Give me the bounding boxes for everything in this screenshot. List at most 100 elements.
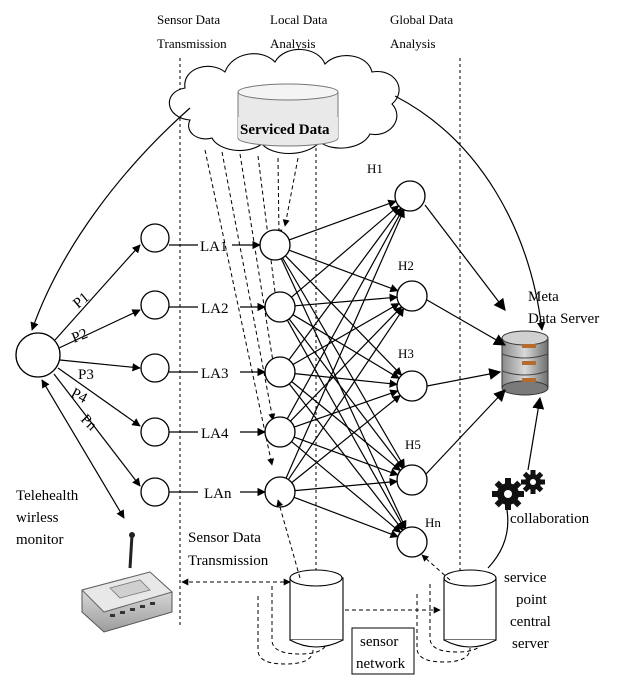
svg-text:Analysis: Analysis <box>390 36 436 51</box>
storage-to-local-dashed-arrow <box>276 499 301 579</box>
serviced-data-cloud: Serviced Data <box>168 48 400 154</box>
local-node <box>264 356 296 388</box>
global-node <box>396 370 428 402</box>
mesh-arrow <box>287 307 405 480</box>
patient-label: P2 <box>70 326 91 347</box>
mesh-arrow <box>288 383 404 531</box>
global-label: H1 <box>367 161 383 176</box>
global-node <box>394 180 426 212</box>
mesh-arrow <box>294 477 398 492</box>
svg-text:Telehealth: Telehealth <box>16 488 79 504</box>
svg-text:Sensor Data: Sensor Data <box>157 12 220 27</box>
mesh-arrow <box>291 381 402 472</box>
local-nodes <box>259 229 296 508</box>
global-label: H3 <box>398 346 414 361</box>
svg-text:point: point <box>516 592 548 608</box>
global-node <box>396 280 428 312</box>
mesh-arrow <box>291 394 401 484</box>
mesh-arrow <box>291 441 402 533</box>
cloud-to-hub-arrow <box>30 107 191 331</box>
global-to-meta-arrows <box>424 204 507 475</box>
local-node <box>264 291 296 323</box>
local-labels: LA1 LA2 LA3 LA4 LAn <box>200 239 232 502</box>
patient-to-local-links <box>169 240 266 497</box>
patient-label: P1 <box>70 290 92 312</box>
mesh-arrow <box>285 208 405 479</box>
mesh-arrow <box>288 207 402 361</box>
local-storage-cylinders <box>257 569 344 665</box>
mesh-arrow <box>294 373 398 388</box>
mesh-arrow <box>291 205 400 298</box>
patient-node <box>140 223 170 253</box>
mesh-arrow <box>294 293 398 307</box>
gears-icon <box>492 470 545 510</box>
mesh-arrow <box>280 258 407 530</box>
svg-text:server: server <box>512 636 549 652</box>
mesh-arrow <box>288 199 397 241</box>
service-to-collab-link <box>487 509 509 569</box>
global-node <box>396 526 428 558</box>
global-label: H5 <box>405 437 421 452</box>
svg-text:service: service <box>504 570 547 586</box>
hub-to-patient-arrows <box>53 244 141 487</box>
mesh-arrow <box>289 306 403 422</box>
local-node <box>259 229 291 261</box>
local-label: LAn <box>204 486 232 502</box>
patient-label: Pn <box>77 412 100 435</box>
header-global-data-analysis: Global Data Analysis <box>390 12 453 51</box>
global-labels: H1 H2 H3 H5 Hn <box>367 161 441 530</box>
global-label: H2 <box>398 258 414 273</box>
service-to-global-dashed-arrow <box>421 554 451 581</box>
local-label: LA4 <box>201 426 229 442</box>
svg-text:wirless: wirless <box>16 510 59 526</box>
local-node <box>264 416 296 448</box>
mesh-arrow <box>288 249 399 293</box>
meta-data-server-icon <box>501 330 549 396</box>
svg-text:Transmission: Transmission <box>157 36 227 51</box>
meta-data-server-label: Meta Data Server <box>528 289 599 327</box>
svg-text:Meta: Meta <box>528 289 559 305</box>
header-local-data-analysis: Local Data Analysis <box>270 12 328 51</box>
collab-to-meta-arrow <box>527 396 545 471</box>
local-label: LA1 <box>200 239 228 255</box>
global-label: Hn <box>425 515 441 530</box>
mesh-arrow <box>286 319 406 530</box>
sensor-tx-bottom-label: Sensor Data Transmission <box>188 530 269 569</box>
svg-text:central: central <box>510 614 551 630</box>
telehealth-label: Telehealth wirless monitor <box>16 488 79 548</box>
mesh-arrow <box>292 302 400 366</box>
patient-node <box>140 417 170 447</box>
svg-text:Sensor Data: Sensor Data <box>188 530 261 546</box>
svg-text:sensor: sensor <box>360 634 398 650</box>
cloud-to-meta-arrow <box>394 95 546 331</box>
telehealth-monitor-icon <box>81 532 173 633</box>
local-to-global-mesh <box>280 199 407 538</box>
mesh-arrow <box>293 496 399 538</box>
service-point-label: service point central server <box>504 570 551 652</box>
svg-text:Data Server: Data Server <box>528 311 599 327</box>
cloud-label: Serviced Data <box>240 122 330 138</box>
patient-node <box>140 290 170 320</box>
cloud-to-local-links <box>204 149 299 466</box>
hub-device-arrow <box>41 379 125 519</box>
svg-text:Local Data: Local Data <box>270 12 328 27</box>
patient-label: P3 <box>78 367 94 383</box>
mesh-arrow <box>282 257 405 468</box>
telehealth-hub-node <box>15 332 61 378</box>
svg-text:network: network <box>356 656 406 672</box>
svg-text:Global Data: Global Data <box>390 12 453 27</box>
patient-node <box>140 353 170 383</box>
patient-nodes <box>140 223 170 507</box>
mesh-arrow <box>286 208 404 420</box>
patient-node <box>140 477 170 507</box>
global-nodes <box>394 180 428 558</box>
mesh-arrow <box>292 314 400 379</box>
global-node <box>396 464 428 496</box>
svg-text:Analysis: Analysis <box>270 36 316 51</box>
sensor-network-box: sensor network <box>351 627 415 675</box>
svg-text:monitor: monitor <box>16 532 64 548</box>
mesh-arrow <box>293 436 399 477</box>
header-sensor-data-transmission: Sensor Data Transmission <box>157 12 227 51</box>
local-label: LA3 <box>201 366 229 382</box>
